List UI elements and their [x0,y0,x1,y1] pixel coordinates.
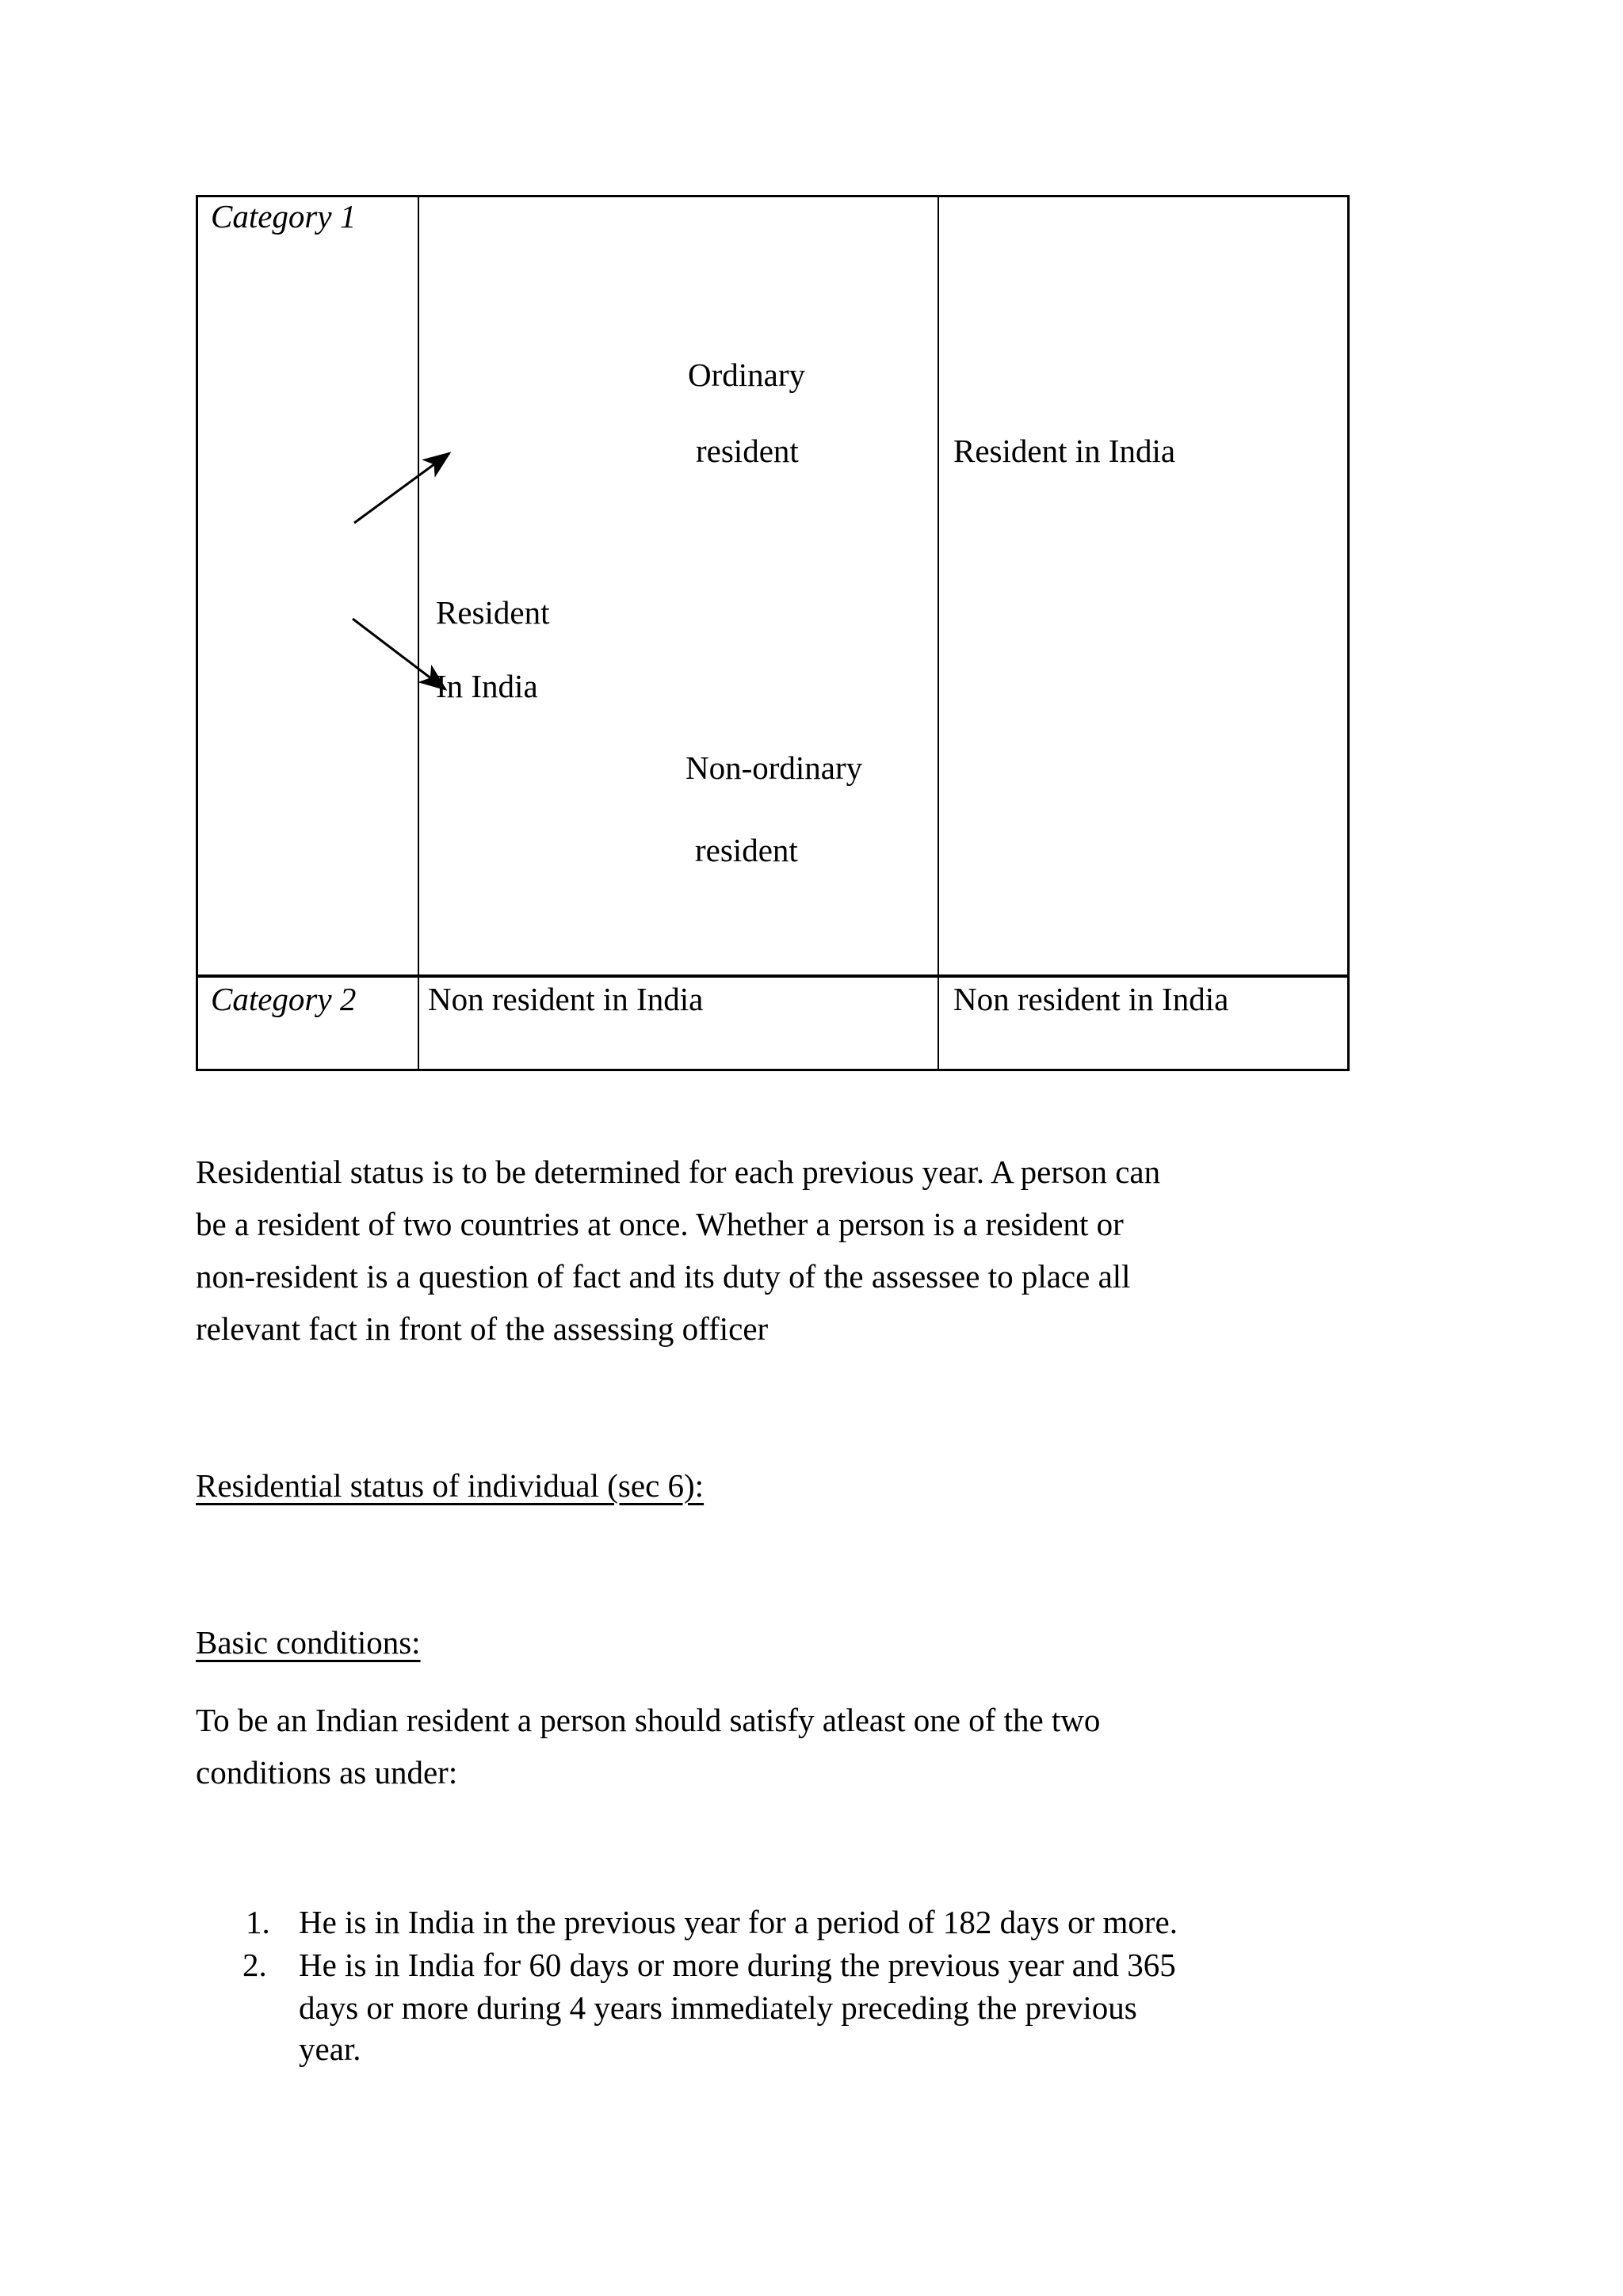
table-cell-resident-label-line-2: In India [436,668,538,704]
table-cell-resident-label-line-1: Resident [436,594,550,631]
table-cell-non-ordinary-line-1: Non-ordinary [685,749,863,786]
list-item-2-line: year. [299,2031,361,2067]
table-cell-ordinary-line-2: resident [696,433,799,469]
list-item-1-number: 1. [246,1904,270,1940]
table-cell-cat2-middle: Non resident in India [428,981,704,1017]
table-column-divider-1 [418,197,419,1069]
heading-residential-status-individual: Residential status of individual (sec 6)… [196,1467,705,1504]
list-item-2-number: 2. [242,1947,267,1983]
list-item-2-line: He is in India for 60 days or more durin… [299,1947,1176,1983]
table-cell-non-ordinary-line-2: resident [695,832,798,868]
table-cell-ordinary-line-1: Ordinary [688,357,806,393]
table-cell-category-2: Category 2 [211,981,357,1017]
table-column-divider-2 [938,197,939,1069]
list-item-1-line: He is in India in the previous year for … [299,1904,1178,1940]
body-paragraph-line: non-resident is a question of fact and i… [196,1258,1131,1295]
intro-line: To be an Indian resident a person should… [196,1702,1101,1738]
table-cell-resident-in-india: Resident in India [953,433,1176,469]
body-paragraph-line: Residential status is to be determined f… [196,1154,1161,1190]
intro-line: conditions as under: [196,1754,458,1791]
heading-basic-conditions: Basic conditions: [196,1624,421,1661]
list-item-2-line: days or more during 4 years immediately … [299,1989,1137,2026]
table-cell-cat2-right: Non resident in India [953,981,1229,1017]
body-paragraph-line: relevant fact in front of the assessing … [196,1310,769,1347]
residential-status-table [196,195,1350,1071]
table-cell-category-1: Category 1 [211,198,357,235]
table-row-divider [198,974,1347,978]
body-paragraph-line: be a resident of two countries at once. … [196,1206,1124,1242]
